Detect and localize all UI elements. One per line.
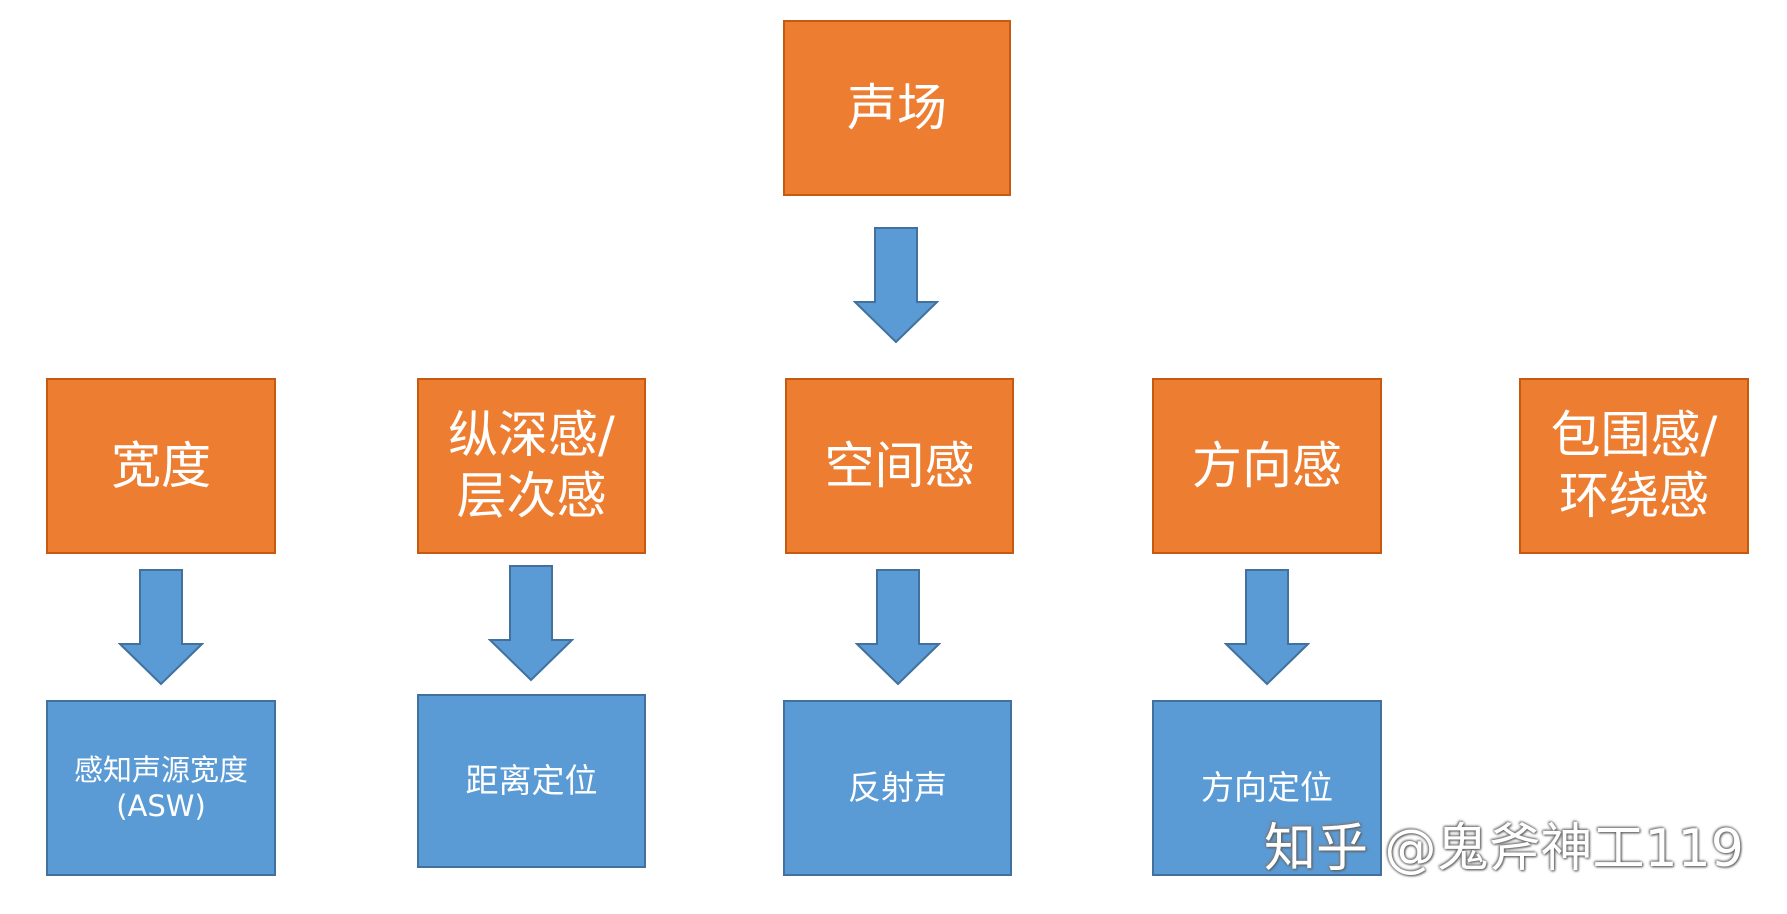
category-label: 空间感 (824, 436, 975, 495)
detail-label: 距离定位 (465, 760, 598, 800)
category-space-node: 空间感 (785, 378, 1014, 554)
category-direction-node: 方向感 (1152, 378, 1382, 554)
watermark: 知乎 @鬼斧神工119 (1264, 806, 1744, 881)
category-width-node: 宽度 (46, 378, 276, 554)
detail-distance-node: 距离定位 (417, 694, 646, 868)
category-space-arrow (855, 568, 941, 686)
category-depth-arrow (488, 564, 574, 682)
detail-direction-node: 方向定位 (1152, 700, 1382, 876)
root-node-label: 声场 (847, 78, 947, 137)
category-label: 包围感/ 环绕感 (1550, 406, 1718, 525)
root-down-arrow (853, 226, 939, 344)
category-label: 宽度 (111, 436, 211, 495)
root-node-sound-field: 声场 (783, 20, 1011, 196)
category-envelopment-node: 包围感/ 环绕感 (1519, 378, 1749, 554)
detail-reflection-node: 反射声 (783, 700, 1012, 876)
category-label: 纵深感/ 层次感 (448, 406, 615, 525)
category-direction-arrow (1224, 568, 1310, 686)
category-depth-node: 纵深感/ 层次感 (417, 378, 646, 554)
detail-label: 方向定位 (1201, 768, 1333, 807)
detail-label: 反射声 (848, 767, 947, 807)
category-label: 方向感 (1192, 436, 1342, 495)
detail-label: 感知声源宽度 (ASW) (73, 752, 248, 823)
detail-asw-node: 感知声源宽度 (ASW) (46, 700, 276, 876)
category-width-arrow (118, 568, 204, 686)
watermark-text: 知乎 @鬼斧神工119 (1264, 819, 1744, 879)
